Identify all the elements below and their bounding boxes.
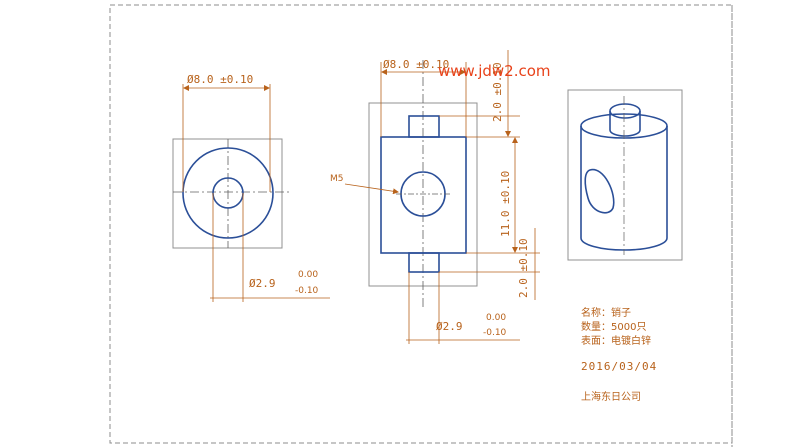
top-hole-dim-text: Ø2.9 <box>249 277 276 290</box>
bottom-pin-dim-text: 2.0 ±0.10 <box>517 238 530 298</box>
top-pin-dim-text: 2.0 ±0.10 <box>491 62 504 122</box>
top-outer-circle <box>182 147 274 239</box>
part-quantity: 数量：5000只 <box>581 320 646 333</box>
part-surface: 表面：电镀白锌 <box>581 334 651 347</box>
isometric-view <box>567 89 683 261</box>
top-hole-tol-lower: -0.10 <box>295 286 319 296</box>
body-height-dim-text: 11.0 ±0.10 <box>499 171 512 237</box>
top-hole-tol-upper: 0.00 <box>298 270 318 280</box>
front-pin-tol-lower: -0.10 <box>483 328 507 338</box>
front-top-pin <box>408 115 440 138</box>
part-name: 名称：销子 <box>581 306 631 319</box>
front-pin-tol-upper: 0.00 <box>486 313 506 323</box>
company-name: 上海东日公司 <box>581 390 641 403</box>
front-body <box>380 136 467 254</box>
watermark-text: www.jdw2.com <box>438 62 551 80</box>
iso-thread-hole <box>584 169 615 214</box>
front-view: M5 Ø8.0 ±0.10 Ø2.9 0.00 -0.10 2.0 ±0.10 … <box>330 50 540 344</box>
thread-label: M5 <box>330 174 344 184</box>
front-bottom-pin <box>408 252 440 273</box>
iso-pin-base <box>609 129 641 137</box>
thread-leader-line <box>344 183 399 195</box>
title-block: 名称：销子 数量：5000只 表面：电镀白锌 2016/03/04 上海东日公司 <box>581 306 657 403</box>
front-pin-dim-text: Ø2.9 <box>436 320 463 333</box>
drawing-date: 2016/03/04 <box>581 360 657 373</box>
front-outer-dim-text: Ø8.0 ±0.10 <box>383 58 449 71</box>
top-view-box <box>172 138 283 249</box>
top-view: Ø8.0 ±0.10 Ø2.9 0.00 -0.10 <box>172 73 330 302</box>
iso-view-box <box>567 89 683 261</box>
iso-pin-top <box>609 103 641 119</box>
top-outer-dim-text: Ø8.0 ±0.10 <box>187 73 253 86</box>
